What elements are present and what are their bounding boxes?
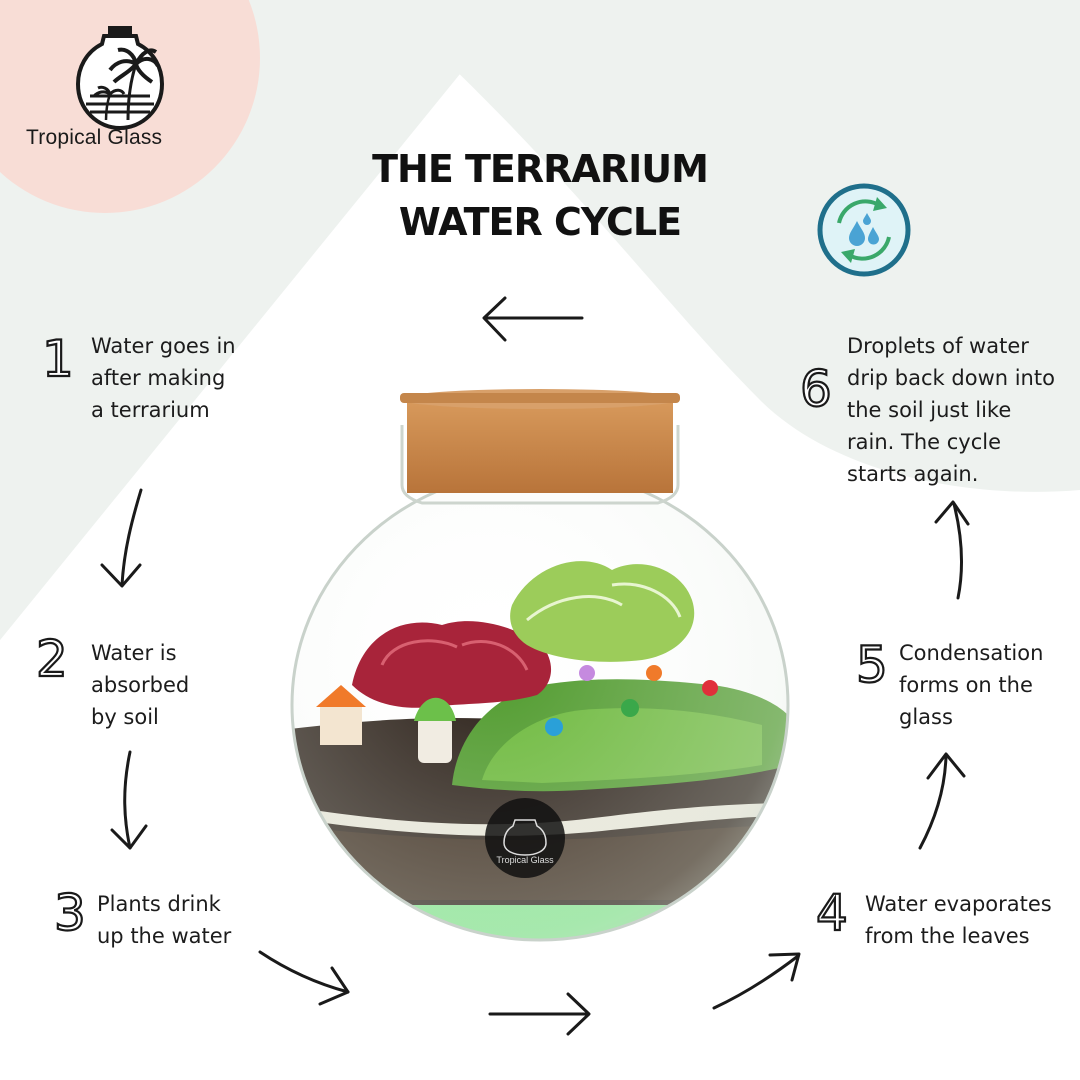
step-5-text: Condensation forms on the glass (899, 641, 1044, 729)
jar-label: Tropical Glass (496, 855, 554, 865)
step-3-text: Plants drink up the water (97, 892, 232, 948)
arrow-1-to-2 (100, 488, 143, 588)
step-1-number: 1 (41, 330, 75, 388)
step-5-number: 5 (855, 636, 889, 694)
arrow-3-bottom (258, 950, 350, 1006)
step-3-number: 3 (53, 884, 87, 942)
step-6-number: 6 (799, 360, 833, 418)
step-6-text: Droplets of water drip back down into th… (847, 334, 1055, 486)
arrow-4-to-5 (918, 752, 966, 850)
step-1-text: Water goes in after making a terrarium (91, 334, 236, 422)
step-2-number: 2 (35, 630, 69, 688)
arrow-bottom-center (488, 992, 591, 1036)
jar-palm-logo (76, 26, 164, 131)
arrow-2-to-3 (110, 750, 148, 850)
step-2-text: Water is absorbed by soil (91, 641, 190, 729)
arrow-to-4 (712, 952, 801, 1010)
step-4-number: 4 (815, 884, 849, 942)
terrarium-jar: Tropical Glass (290, 389, 790, 942)
arrow-top-left (482, 296, 584, 342)
title-line-1: THE TERRARIUM (372, 147, 709, 191)
step-4-text: Water evaporates from the leaves (865, 892, 1052, 948)
water-cycle-icon (817, 183, 911, 277)
title-line-2: WATER CYCLE (398, 200, 682, 244)
arrow-5-to-6 (934, 500, 970, 600)
brand-name: Tropical Glass (26, 126, 163, 149)
mint-bulge (380, 0, 1080, 492)
